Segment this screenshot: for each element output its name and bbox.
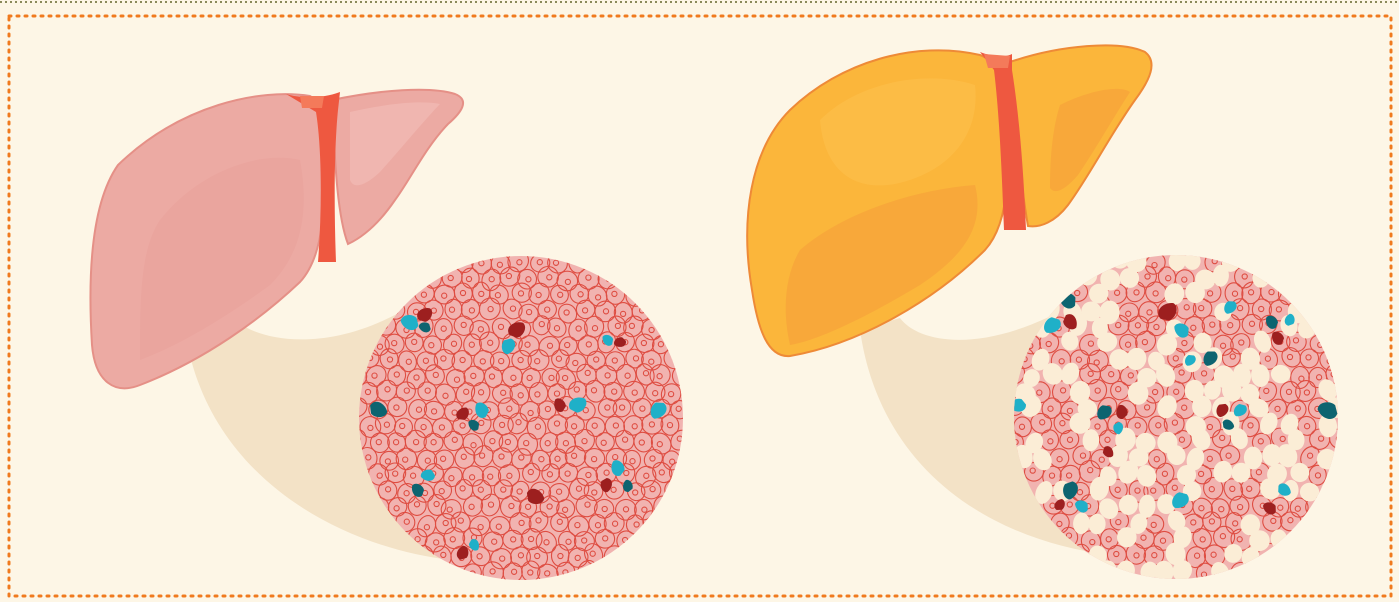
hepatocyte-nucleus: [461, 259, 466, 264]
hepatocyte-nucleus: [671, 488, 676, 493]
hepatocyte-nucleus: [576, 260, 581, 265]
hepatocyte-nucleus: [613, 554, 618, 559]
hepatocyte-nucleus: [673, 356, 678, 361]
hepatocyte-nucleus: [393, 309, 398, 314]
hepatocyte-nucleus: [660, 504, 665, 509]
hepatocyte-nucleus: [429, 276, 434, 281]
fatty-liver-panel: [747, 45, 1350, 587]
hepatocyte-nucleus: [606, 276, 611, 281]
hepatocyte-nucleus: [676, 469, 681, 474]
hepatocyte-nucleus: [1238, 570, 1243, 575]
hepatocyte-nucleus: [1267, 552, 1272, 557]
hepatocyte-nucleus: [1336, 436, 1341, 441]
hepatocyte-nucleus: [682, 372, 687, 377]
healthy-liver-panel: [90, 90, 697, 587]
hepatocyte-nucleus: [648, 519, 653, 524]
hepatocyte-nucleus: [1286, 292, 1291, 297]
hepatocyte-nucleus: [633, 292, 638, 297]
hepatocyte-nucleus: [584, 569, 589, 574]
hepatocyte-nucleus: [1079, 551, 1084, 556]
hepatocyte-nucleus: [1313, 504, 1318, 509]
